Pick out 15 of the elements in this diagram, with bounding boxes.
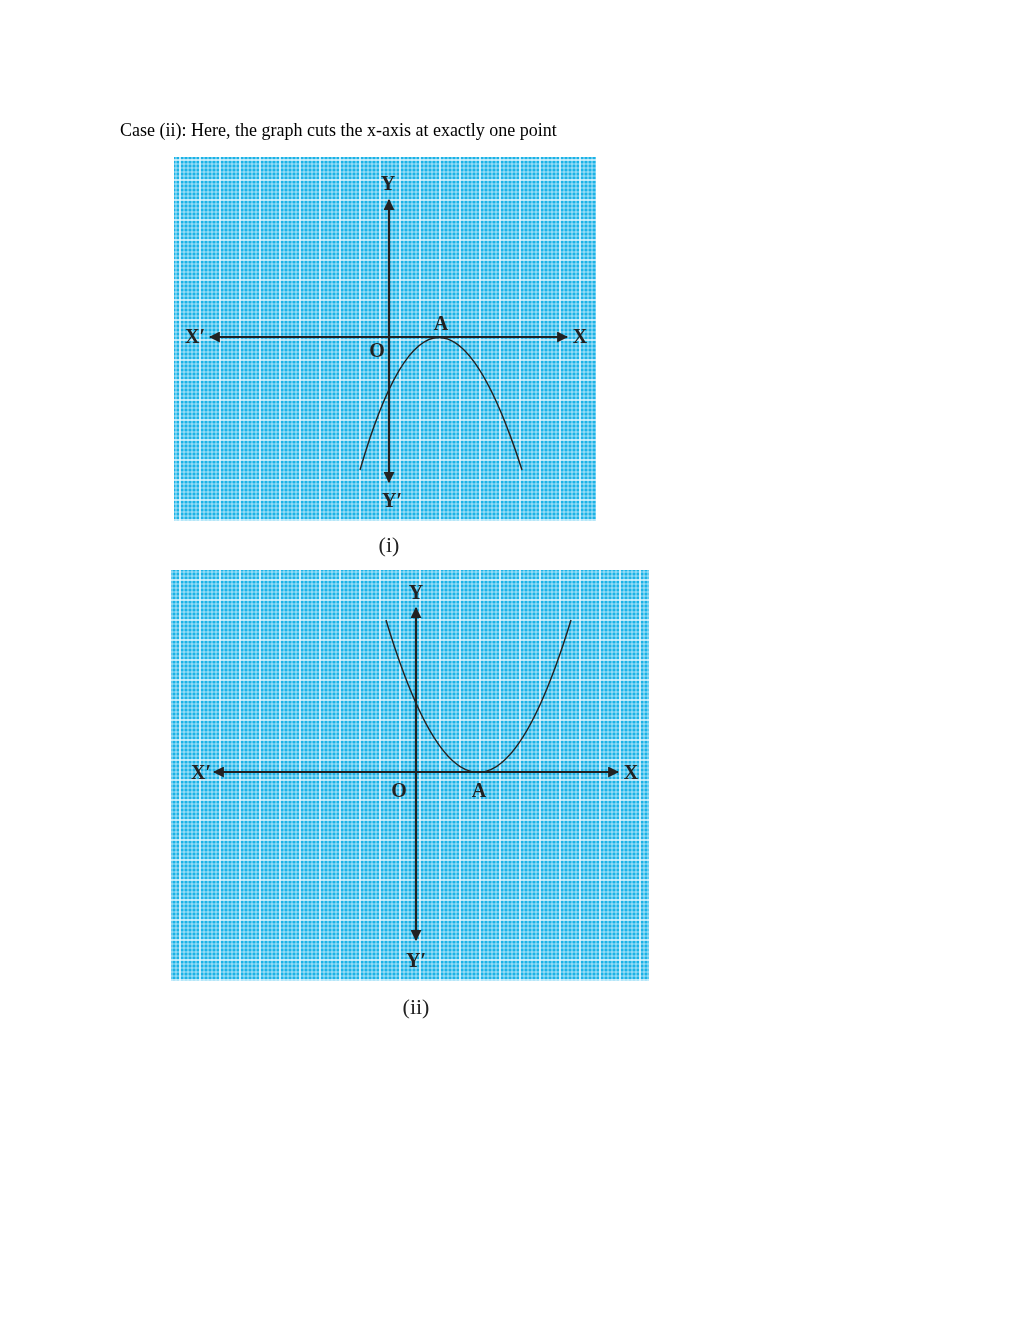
axis-label: X′	[190, 762, 212, 782]
axis-label: Y	[408, 582, 424, 602]
figure-caption: (i)	[378, 534, 400, 556]
axis-label: Y	[380, 173, 396, 193]
axis-label: X	[572, 326, 588, 346]
axis-label: X′	[184, 326, 206, 346]
axis-label: A	[433, 313, 449, 333]
figure-caption: (ii)	[402, 996, 430, 1018]
axis-label: O	[369, 340, 385, 360]
axis-label: X	[623, 762, 639, 782]
axis-label: O	[391, 780, 407, 800]
axis-label: Y′	[405, 950, 427, 970]
axis-label: A	[471, 780, 487, 800]
heading: Case (ii): Here, the graph cuts the x-axis at exactly one point	[120, 120, 557, 141]
axis-label: Y′	[381, 490, 403, 510]
